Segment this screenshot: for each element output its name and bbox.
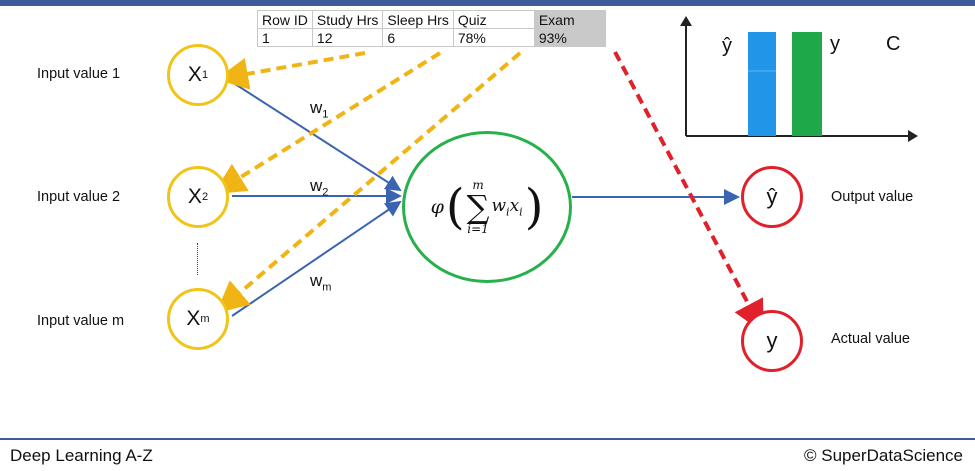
- dashed-sleep-to-x2: [213, 51, 442, 195]
- term-w-subscript: i: [506, 205, 510, 219]
- table-header-cell: Exam: [533, 10, 606, 29]
- arrow-x1-neuron: [231, 81, 402, 192]
- arrow-xm-neuron: [231, 200, 402, 317]
- cost-label: C: [886, 33, 900, 55]
- top-accent-bar: [0, 0, 975, 6]
- weight-symbol: w: [310, 271, 323, 290]
- sum-upper-limit: m: [472, 178, 484, 192]
- output-value-label: Output value: [831, 189, 914, 205]
- input-label-1: Input value 1: [37, 66, 121, 82]
- dashed-quiz-to-xm: [215, 51, 522, 314]
- weight-subscript: 1: [322, 108, 329, 121]
- phi-symbol: φ: [430, 196, 444, 218]
- node-subscript: m: [200, 313, 210, 325]
- table-cell: 6: [382, 28, 454, 47]
- input-label-2: Input value 2: [37, 189, 121, 205]
- sigma-symbol: ∑: [466, 188, 490, 226]
- node-symbol: X: [186, 307, 201, 330]
- course-title: Deep Learning A-Z: [10, 446, 153, 465]
- weight-label-2: w2: [310, 176, 328, 198]
- input-label-m: Input value m: [37, 313, 125, 329]
- node-symbol: X: [187, 63, 202, 86]
- table-row: 1 12 6 78% 93%: [257, 28, 606, 47]
- table-header-row: Row ID Study Hrs Sleep Hrs Quiz Exam: [257, 10, 606, 29]
- copyright-text: © SuperDataScience: [803, 446, 963, 465]
- footer-divider: [0, 438, 975, 440]
- bar-label-y: y: [830, 33, 840, 55]
- yhat-symbol: ŷ: [766, 184, 778, 209]
- dashed-exam-to-y: [613, 51, 764, 334]
- sum-term: wixi: [491, 196, 522, 218]
- node-subscript: 2: [201, 191, 209, 203]
- dashed-study-to-x1: [216, 51, 366, 90]
- data-table: Row ID Study Hrs Sleep Hrs Quiz Exam 1 1…: [257, 10, 606, 47]
- term-w: w: [491, 195, 507, 216]
- activation-formula: φ ( m ∑ i=1 wixi ): [431, 179, 544, 235]
- bar-yhat: [748, 32, 776, 136]
- table-header-cell: Study Hrs: [311, 10, 384, 29]
- chart-x-axis-arrowhead: [908, 130, 918, 142]
- actual-value-label: Actual value: [831, 331, 910, 347]
- close-paren: ): [524, 179, 544, 235]
- weight-label-m: wm: [310, 271, 331, 293]
- bar-y: [792, 32, 822, 136]
- node-symbol: X: [187, 185, 202, 208]
- table-header-cell: Row ID: [257, 10, 313, 29]
- bar-label-yhat: ŷ: [722, 35, 732, 57]
- table-header-cell: Sleep Hrs: [382, 10, 454, 29]
- table-cell: 12: [311, 28, 384, 47]
- term-x-subscript: i: [519, 205, 523, 219]
- weight-symbol: w: [310, 176, 323, 195]
- weight-label-1: w1: [310, 98, 328, 120]
- summation: m ∑ i=1: [467, 179, 490, 235]
- cost-bar-chart: ŷ y C: [680, 16, 918, 142]
- neuron-node: φ ( m ∑ i=1 wixi ): [402, 131, 572, 283]
- term-x: x: [509, 195, 520, 216]
- output-node-yhat: ŷ: [741, 166, 803, 228]
- sum-lower-limit: i=1: [467, 222, 489, 236]
- output-node-y: y: [741, 310, 803, 372]
- chart-y-axis-arrowhead: [680, 16, 692, 26]
- weight-subscript: 2: [322, 186, 329, 199]
- table-cell: 78%: [452, 28, 535, 47]
- weight-subscript: m: [322, 281, 332, 294]
- y-symbol: y: [766, 328, 778, 353]
- table-header-cell: Quiz: [452, 10, 535, 29]
- table-cell: 1: [257, 28, 313, 47]
- ellipsis-dotted-line: [197, 243, 198, 275]
- weight-symbol: w: [310, 98, 323, 117]
- open-paren: (: [445, 179, 465, 235]
- table-cell: 93%: [533, 28, 606, 47]
- node-subscript: 1: [201, 69, 209, 81]
